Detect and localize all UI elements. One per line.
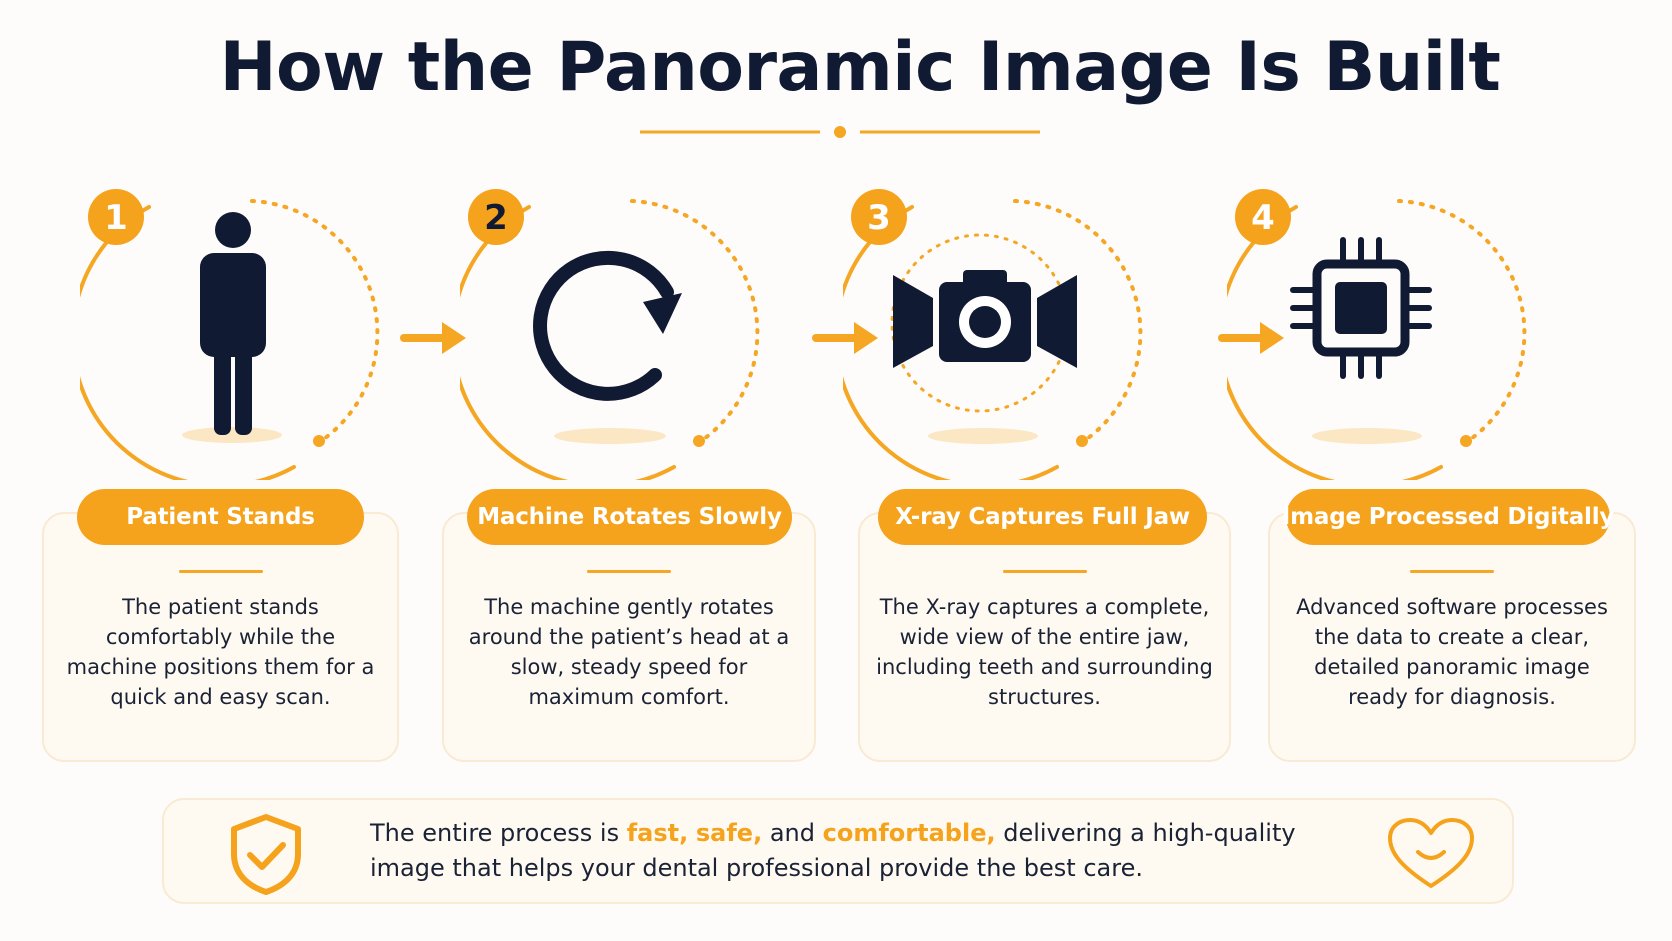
step-1-illustration: 1 (80, 189, 380, 480)
step-2-illustration: 2 (460, 189, 760, 480)
page-title: How the Panoramic Image Is Built (219, 28, 1501, 107)
summary-space (688, 819, 696, 847)
step-2-label: Machine Rotates Slowly (467, 489, 792, 545)
step-description: Advanced software processes the data to … (1296, 595, 1608, 709)
step-4-card: Advanced software processes the data to … (1268, 512, 1636, 762)
step-1-card: The patient stands comfortably while the… (42, 512, 399, 762)
card-divider (1410, 570, 1494, 573)
step-description: The machine gently rotates around the pa… (468, 595, 790, 709)
card-divider (587, 570, 671, 573)
card-divider (1002, 570, 1087, 573)
arrow-right-icon (1218, 322, 1284, 354)
summary-text: The entire process is fast, safe, and co… (370, 816, 1370, 886)
card-divider (178, 570, 263, 573)
processor-chip-icon (1290, 237, 1432, 379)
step-2-card: The machine gently rotates around the pa… (442, 512, 816, 762)
person-icon (200, 212, 266, 435)
arrow-right-icon (812, 322, 878, 354)
step-number: 4 (1251, 198, 1275, 238)
smiling-heart-icon (1388, 818, 1474, 888)
step-badge-2: 2 (468, 189, 524, 245)
highlight-safe: safe, (695, 819, 763, 847)
step-number: 3 (867, 198, 891, 238)
summary-intro: The entire process is (370, 819, 627, 847)
step-4-label: Image Processed Digitally (1282, 489, 1614, 545)
summary-banner: The entire process is fast, safe, and co… (162, 798, 1514, 904)
orbit-dot-icon (313, 435, 325, 447)
title-divider (640, 126, 1040, 138)
step-badge-4: 4 (1235, 189, 1291, 245)
rotate-icon (533, 250, 682, 401)
summary-outro: delivering a high-quality image that hel… (370, 819, 1296, 882)
step-4-illustration: 4 (1227, 189, 1527, 480)
camera-icon (893, 270, 1077, 368)
shield-check-icon (231, 814, 301, 895)
step-badge-3: 3 (851, 189, 907, 245)
step-3-label: X-ray Captures Full Jaw (878, 489, 1207, 545)
step-number: 1 (104, 198, 128, 238)
step-3-illustration: 3 (843, 189, 1143, 480)
step-description: The X-ray captures a complete, wide view… (876, 595, 1213, 709)
highlight-fast: fast, (626, 819, 689, 847)
summary-connector: and (762, 819, 823, 847)
step-badge-1: 1 (88, 189, 144, 245)
orbit-dot-icon (1076, 435, 1088, 447)
step-description: The patient stands comfortably while the… (66, 595, 375, 709)
orbit-dot-icon (693, 435, 705, 447)
highlight-comfortable: comfortable, (822, 819, 996, 847)
step-number: 2 (484, 198, 508, 238)
step-1-label: Patient Stands (77, 489, 364, 545)
step-3-card: The X-ray captures a complete, wide view… (858, 512, 1231, 762)
orbit-dot-icon (1460, 435, 1472, 447)
arrow-right-icon (400, 322, 466, 354)
